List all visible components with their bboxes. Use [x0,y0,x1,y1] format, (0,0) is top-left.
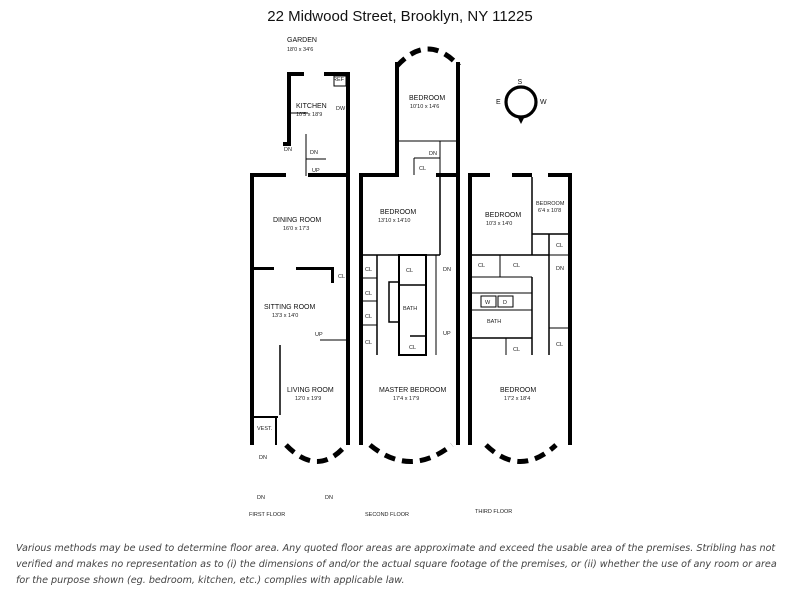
third-cl-3: CL [513,263,520,269]
kitchen-wall-top-right [324,72,349,76]
second-floor-label: SECOND FLOOR [365,512,409,518]
second-floor-wall-top-left [359,173,399,177]
kitchen-dn-label: DN [284,147,292,153]
first-floor-label: FIRST FLOOR [249,512,285,518]
third-cl-1: CL [556,243,563,249]
first-floor-wall-top-right [308,173,350,177]
third-dn-label: DN [556,266,564,272]
second-floor-wall-left [359,173,363,445]
third-bedroom-a-name: BEDROOM [485,212,521,219]
third-floor-plan: BEDROOM 10'3 x 14'0 BEDROOM 6'4 x 10'8 C… [468,173,572,515]
living-room-size: 12'0 x 19'9 [295,396,321,402]
rear-bay-window [395,46,461,68]
living-room-name: LIVING ROOM [287,387,334,394]
first-cl-label: CL [338,274,345,280]
second-cl-3: CL [365,314,372,320]
floor-plan: S E W GARDEN 18'0 x 34'6 REF DW KITCHEN … [249,37,572,518]
second-cl-2: CL [365,291,372,297]
second-up-label: UP [443,331,451,337]
third-floor-wall-left [468,173,472,445]
second-floor-wall-top-right [436,173,460,177]
compass-s: S [518,79,523,86]
rear-bedroom-size: 10'10 x 14'6 [410,104,439,110]
kitchen-wall-stub [283,142,291,146]
second-cl-4: CL [365,340,372,346]
kitchen-wall-top-left [287,72,304,76]
third-floor-wall-top-mid [512,173,532,177]
second-floor-wall-right [456,173,460,445]
third-bedroom-b-size: 6'4 x 10'8 [538,208,561,214]
ref-label: REF [333,77,345,83]
dining-room-name: DINING ROOM [273,217,321,224]
first-floor-wall-top-left [250,173,286,177]
third-bedroom-a-size: 10'3 x 14'0 [486,221,512,227]
dryer-label: D [503,300,507,306]
second-bath-cl-2: CL [409,345,416,351]
third-floor-wall-top-right [548,173,572,177]
third-bedroom-b-name: BEDROOM [536,201,565,207]
partition-right [296,267,334,270]
partition-left [254,267,274,270]
washer-label: W [485,300,491,306]
master-bedroom-name: MASTER BEDROOM [379,387,446,394]
second-cl-1: CL [365,267,372,273]
sitting-room-size: 13'3 x 14'0 [272,313,298,319]
first-floor-plan: GARDEN 18'0 x 34'6 REF DW KITCHEN 10'5 x… [249,37,350,518]
dw-label: DW [336,106,346,112]
kitchen-dn2-label: DN [310,150,318,156]
compass-e: E [496,99,501,106]
first-floor-wall-right [346,173,350,445]
kitchen-name: KITCHEN [296,103,327,110]
third-floor-wall-right [568,173,572,445]
third-floor-label: THIRD FLOOR [475,509,512,515]
second-bedroom-size: 13'10 x 14'10 [378,218,410,224]
kitchen-wall-left [287,72,291,146]
second-dn-label: DN [443,267,451,273]
rear-bedroom-wall-left [395,62,399,174]
stoop-dn-right-label: DN [325,495,333,501]
third-bath-label: BATH [487,319,501,325]
stoop-dn-left-label: DN [257,495,265,501]
first-floor-wall-left [250,173,254,445]
dining-room-size: 16'0 x 17'3 [283,226,309,232]
garden-size: 18'0 x 34'6 [287,47,313,53]
master-bedroom-size: 17'4 x 17'9 [393,396,419,402]
third-floor-bay-window [484,443,558,464]
second-bedroom-name: BEDROOM [380,209,416,216]
second-bath-cl: CL [406,268,413,274]
kitchen-size: 10'5 x 18'9 [296,112,322,118]
rear-cl-label: CL [419,166,426,172]
sitting-room-name: SITTING ROOM [264,304,316,311]
kitchen-up-label: UP [312,168,320,174]
third-floor-wall-top-left [468,173,490,177]
sitting-up-label: UP [315,332,323,338]
second-floor-bay-window [368,443,454,464]
compass-w: W [540,99,547,106]
rear-dn-label: DN [429,151,437,157]
refrigerator [333,75,347,87]
rear-bedroom-wall-right [456,62,460,174]
listing-title: 22 Midwood Street, Brooklyn, NY 11225 [267,8,533,25]
third-front-bedroom-size: 17'2 x 18'4 [504,396,530,402]
third-cl-5: CL [556,342,563,348]
second-bath-label: BATH [403,306,417,312]
garden-label: GARDEN [287,37,317,44]
third-front-bedroom-name: BEDROOM [500,387,536,394]
third-cl-4: CL [513,347,520,353]
disclaimer-text: Various methods may be used to determine… [16,543,777,586]
rear-bedroom-name: BEDROOM [409,95,445,102]
kitchen-wall-right [346,72,350,176]
first-floor-bay-window [284,443,348,464]
compass-icon: S E W [496,79,547,124]
vest-label: VEST. [257,426,273,432]
third-cl-2: CL [478,263,485,269]
entry-dn-label: DN [259,455,267,461]
closet-wall [331,267,334,283]
second-floor-plan: BEDROOM 10'10 x 14'6 DN CL BEDROOM 13'10… [359,46,461,518]
